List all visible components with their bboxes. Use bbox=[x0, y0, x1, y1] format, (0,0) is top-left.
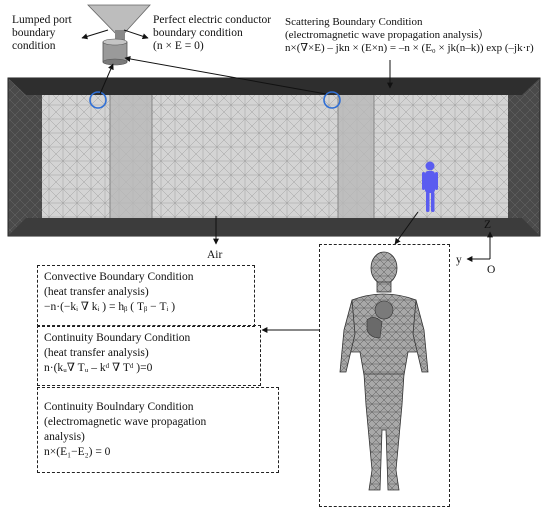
air-label: Air bbox=[207, 249, 223, 261]
scattering-label: Scattering Boundary Condition (electroma… bbox=[285, 16, 534, 54]
pillar-right bbox=[338, 95, 374, 218]
port-marker-right bbox=[323, 91, 341, 109]
y-axis-label: y bbox=[456, 254, 462, 266]
convective-box bbox=[37, 265, 255, 327]
arrow-to-body-detail bbox=[394, 211, 419, 245]
continuity-em-text: Continuity Boulndary Condition (electrom… bbox=[44, 401, 207, 458]
antenna bbox=[87, 4, 151, 66]
continuity-em-box bbox=[37, 387, 279, 473]
arrow-port-left bbox=[99, 63, 114, 95]
continuity-heat-box bbox=[37, 325, 261, 386]
body-mesh-figure bbox=[339, 251, 429, 491]
arrow-to-lumped-label bbox=[81, 29, 109, 40]
pec-label: Perfect electric conductor boundary cond… bbox=[153, 14, 272, 52]
axis-indicator bbox=[466, 231, 493, 262]
room-mesh bbox=[7, 77, 541, 237]
ceiling-edge bbox=[8, 78, 540, 95]
floor-edge bbox=[8, 218, 540, 236]
body-organ-marker bbox=[366, 317, 383, 339]
continuity-heat-text: Continuity Boundary Condition (heat tran… bbox=[44, 332, 191, 374]
room-human-figure bbox=[422, 161, 438, 212]
port-marker-left bbox=[89, 91, 107, 109]
arrow-port-right bbox=[124, 55, 327, 95]
body-detail-frame bbox=[319, 244, 450, 507]
annotation-arrows bbox=[81, 29, 419, 333]
body-chest-marker bbox=[374, 300, 394, 320]
pillar-left bbox=[110, 95, 152, 218]
lumped-port-label: Lumped port boundary condition bbox=[12, 14, 72, 52]
origin-label: O bbox=[487, 264, 496, 276]
horn-neck bbox=[115, 30, 125, 44]
z-axis-label: Z bbox=[484, 219, 492, 231]
horn-cone bbox=[87, 4, 151, 39]
arrow-to-pec-label bbox=[123, 29, 149, 40]
convective-text: Convective Boundary Condition (heat tran… bbox=[44, 271, 194, 313]
